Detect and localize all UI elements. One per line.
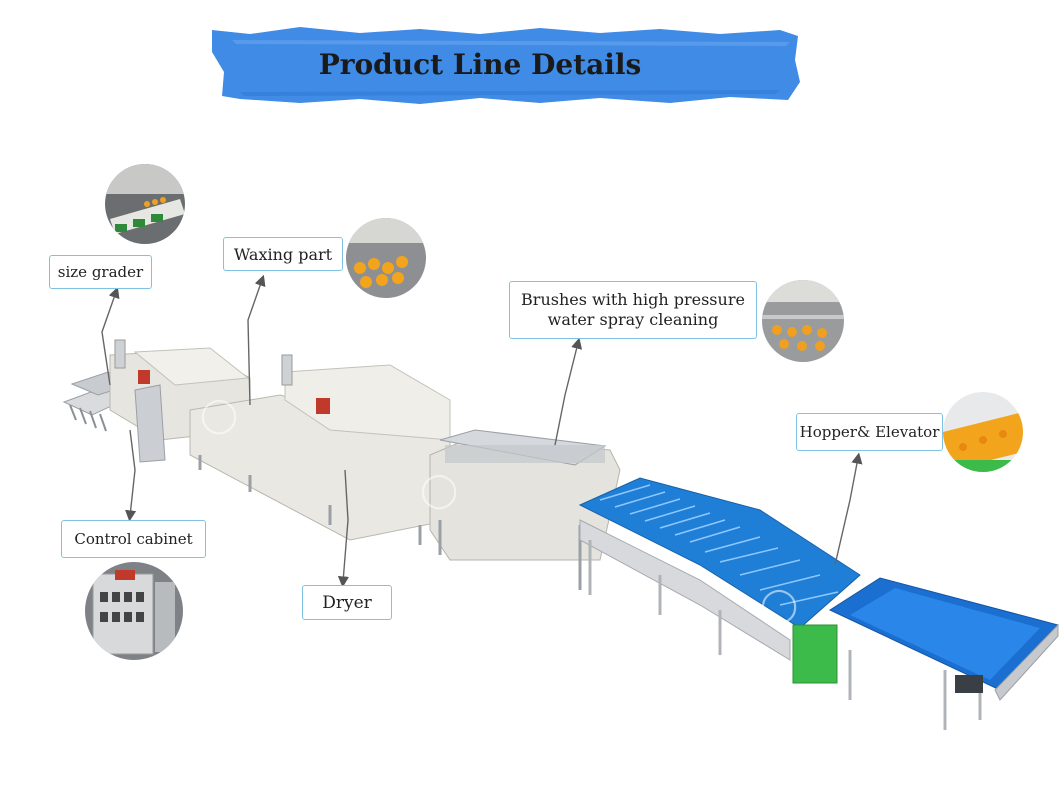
arrow-pointer-control-cabinet	[125, 429, 137, 522]
size-grader-photo	[105, 164, 185, 244]
waxing-part-photo	[346, 218, 426, 298]
hopper-conveyor	[792, 577, 1059, 730]
callout-waxing-part: Waxing part	[223, 237, 343, 271]
callout-hopper-elevator: Hopper& Elevator	[796, 413, 943, 451]
watermark-logo: ◯	[200, 395, 241, 435]
page-title: Product Line Details	[318, 48, 642, 81]
arrow-pointer-waxing	[247, 274, 266, 406]
callout-label: Brushes with high pressure water spray c…	[521, 290, 745, 329]
arrow-pointer-size-grader	[101, 286, 120, 386]
hopper-elevator-photo	[943, 392, 1023, 472]
callout-control-cabinet: Control cabinet	[61, 520, 206, 558]
callout-brushes: Brushes with high pressure water spray c…	[509, 281, 757, 339]
callout-size-grader: size grader	[49, 255, 152, 289]
waxing-dryer-unit	[189, 354, 451, 545]
callout-label: size grader	[57, 263, 144, 281]
arrow-pointer-hopper	[834, 452, 863, 566]
callout-label: Waxing part	[233, 244, 333, 264]
brushes-photo	[762, 280, 844, 362]
callout-label: Dryer	[322, 592, 372, 613]
title-banner	[212, 27, 800, 104]
callout-label: Hopper& Elevator	[799, 423, 940, 441]
arrow-pointer-brushes	[554, 337, 583, 446]
brush-washing-unit	[429, 429, 621, 590]
watermark-logo: ◯	[420, 470, 461, 510]
control-cabinet-photo	[85, 562, 183, 660]
arrow-pointer-dryer	[337, 469, 350, 588]
watermark-logo: ◯	[760, 585, 801, 625]
first-machine-unit	[109, 339, 251, 463]
incline-conveyor	[578, 477, 861, 661]
callout-dryer: Dryer	[302, 585, 392, 620]
callout-label: Control cabinet	[74, 530, 193, 548]
